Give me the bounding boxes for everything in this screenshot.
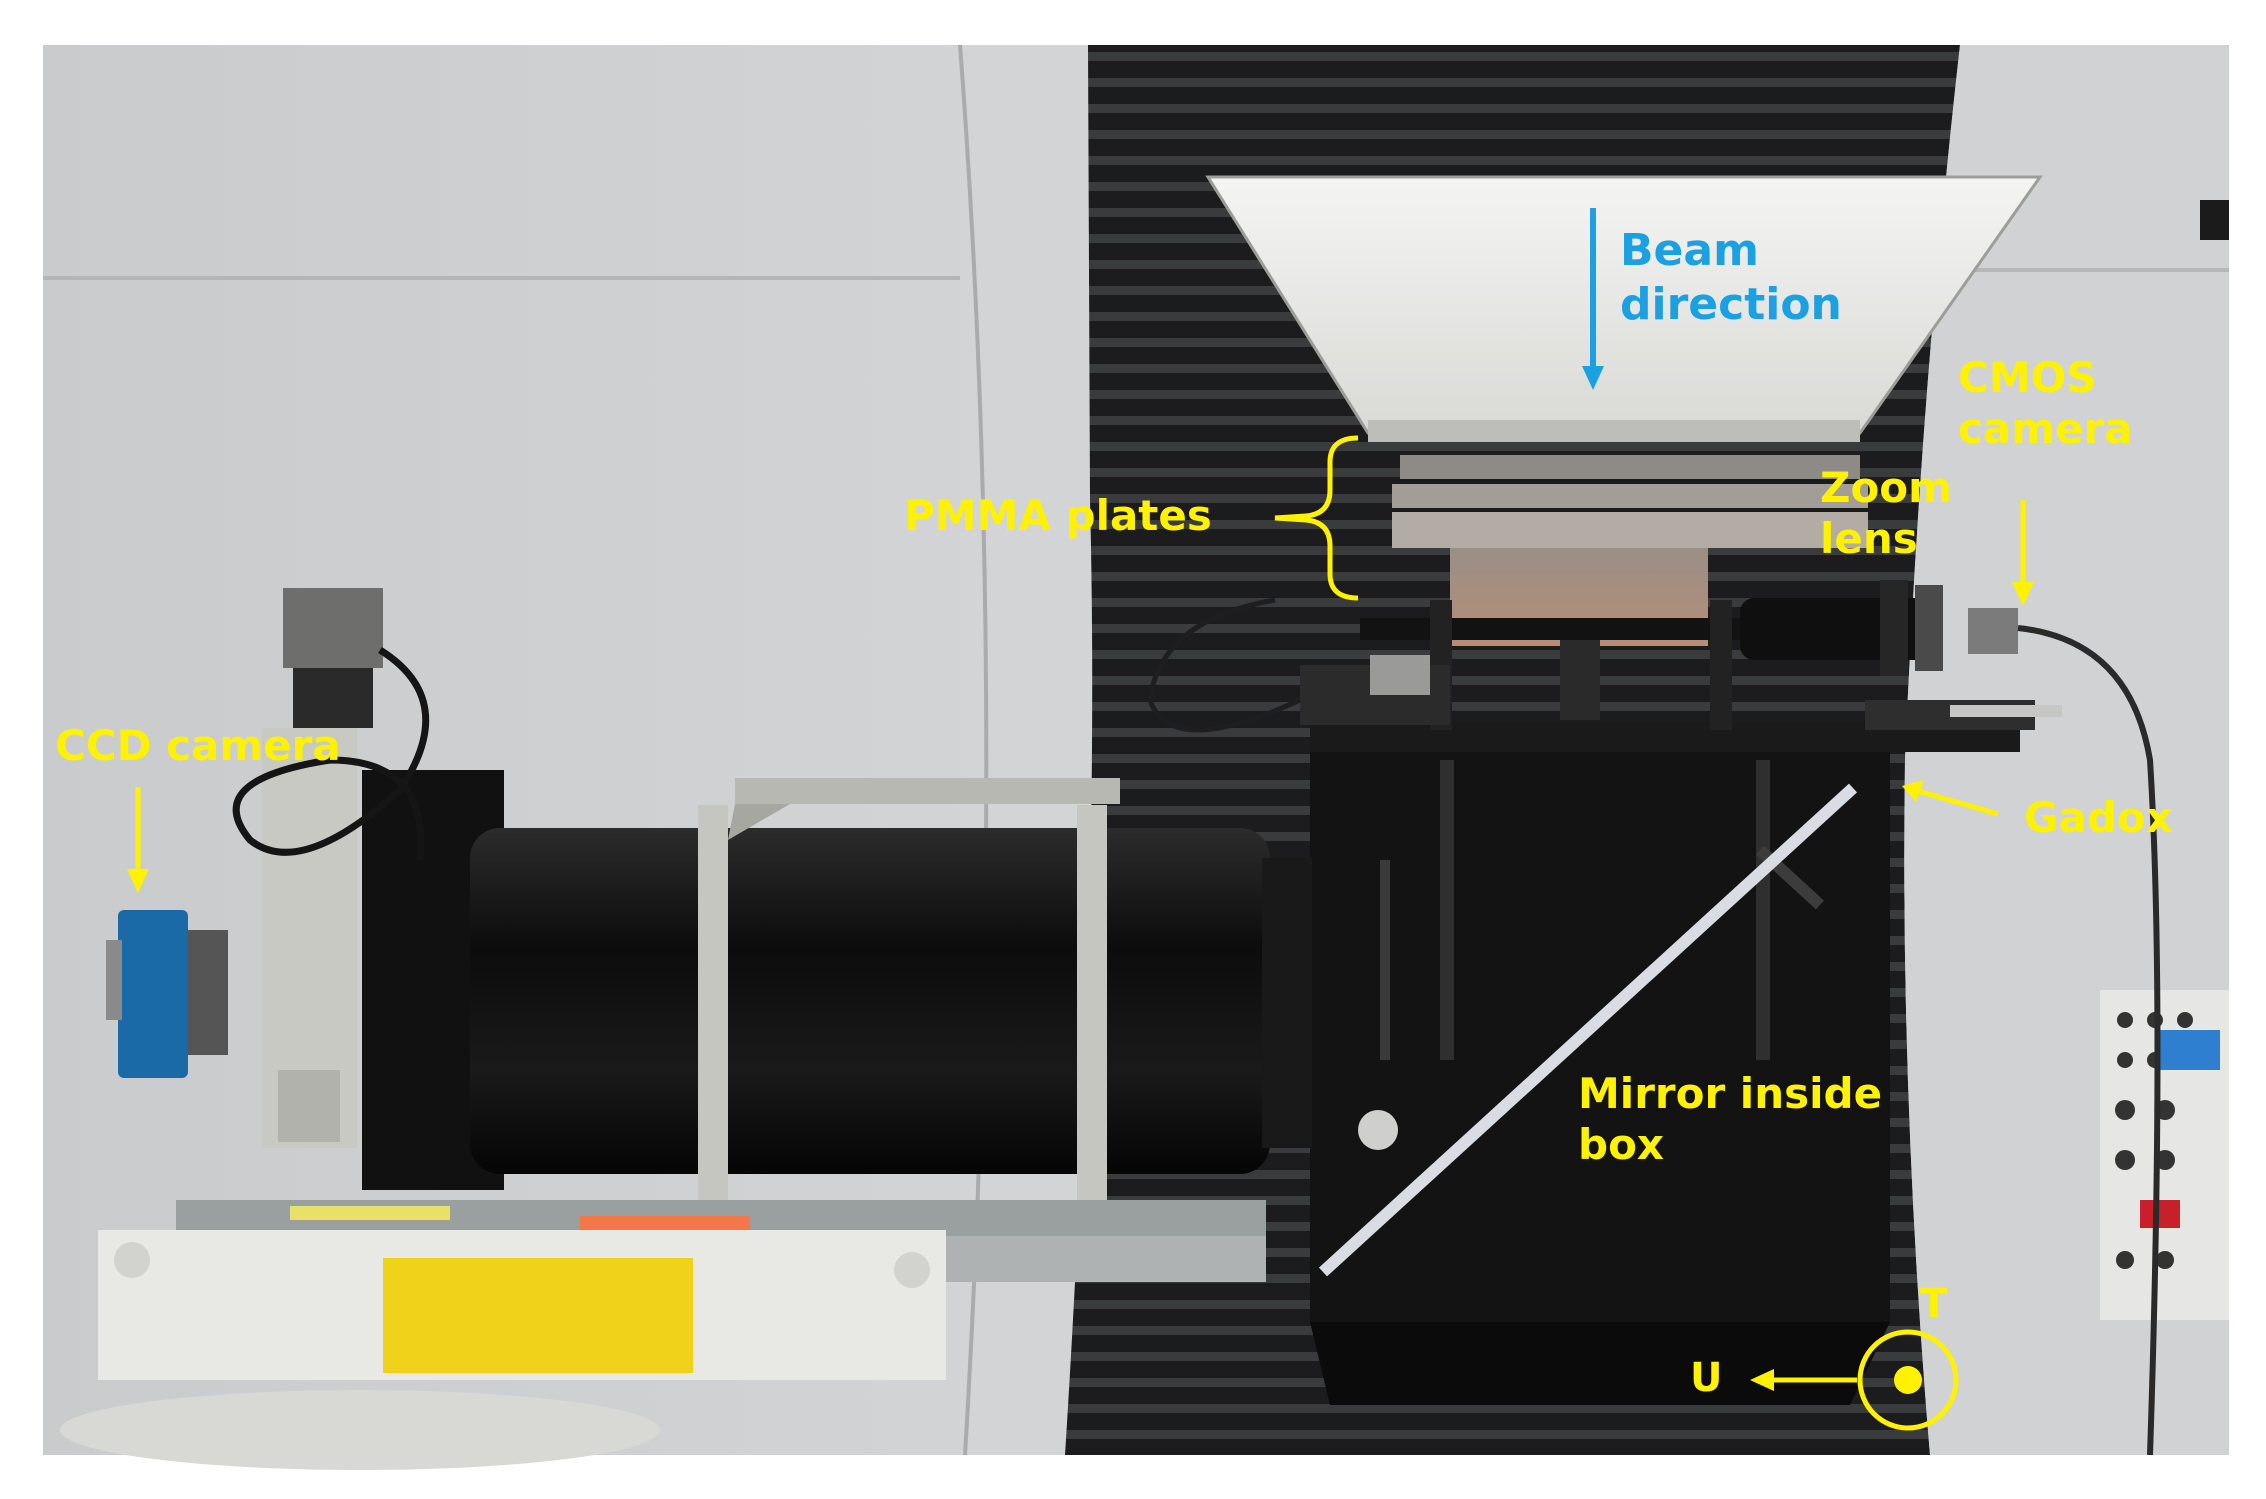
stage-knob [1370,655,1430,695]
annotations [127,208,2034,1431]
zoom-lens-label: Zoom lens [1820,463,1952,564]
micrometer [1950,705,2062,717]
patch-panel-blue-tag [2160,1030,2220,1070]
yellow-label-plate [383,1258,693,1373]
box-knob [1358,1110,1398,1150]
cmos-cable [2017,625,2161,1456]
base-rail-tag-orange [580,1216,750,1230]
axis-u-label: U [1690,1355,1723,1401]
box-bracket [1756,760,1770,1060]
pmma-plate [1392,512,1868,548]
aluminium-frame-brace [728,804,790,840]
photo [43,44,2229,1470]
ccd-camera-label: CCD camera [55,721,341,770]
ccd-connector [106,940,122,1020]
cmos-arrow-icon [2012,500,2034,606]
pedestal-knob [894,1252,930,1288]
ccd-arrow-icon [127,787,149,893]
axis-t-icon [1857,1329,1959,1431]
bench-post [1560,640,1600,720]
column-plate [278,1070,340,1142]
mirror-box-bottom [1310,1322,1890,1405]
tube [470,828,1270,1174]
hood-bottom-rim [1368,420,1860,442]
beam-direction-label: Beam direction [1620,225,1842,330]
right-wall-slot [2200,200,2229,240]
pmma-plate [1400,455,1860,479]
mirror-line [1318,783,1858,1277]
motor-box [283,588,383,668]
aluminium-frame-top [735,778,1120,804]
bench-rail [1360,618,1750,640]
axis-t-label: T [1920,1281,1948,1327]
ccd-camera-body [118,910,188,1078]
base-rail-tag-yellow [290,1206,450,1220]
pmma-plates-label: PMMA plates [904,491,1212,540]
aluminium-frame-leg [698,805,728,1210]
mirror-inside-box-label: Mirror inside box [1578,1069,1883,1170]
axis-u-icon [1750,1369,1857,1391]
aluminium-frame-leg [1077,805,1107,1210]
pmma-plate [1392,484,1868,508]
bench-post [1710,600,1732,730]
pmma-brace-icon [1274,435,1359,601]
motor-body [293,668,373,728]
pedestal-base [60,1390,660,1470]
beam-arrow-icon [1582,208,1604,390]
tube-flange [1262,858,1312,1148]
gadox-arrow-icon [1902,780,1999,817]
zoom-lens-body [1740,598,1940,660]
cmos-camera-body [1968,608,2018,654]
cmos-camera-label: CMOS camera [1958,353,2133,454]
pedestal-knob [114,1242,150,1278]
gadox-label: Gadox [2024,793,2173,842]
ccd-cable-bundle [232,647,430,861]
zoom-lens-ring [1880,580,1908,676]
box-slot [1380,860,1390,1060]
zoom-lens-ring [1915,585,1943,671]
axis-t-dot [1894,1366,1922,1394]
box-bracket [1440,760,1454,1060]
bench-cable [1147,597,1302,733]
pedestal-rail-right [946,1236,1266,1282]
ccd-camera-side [188,930,228,1055]
